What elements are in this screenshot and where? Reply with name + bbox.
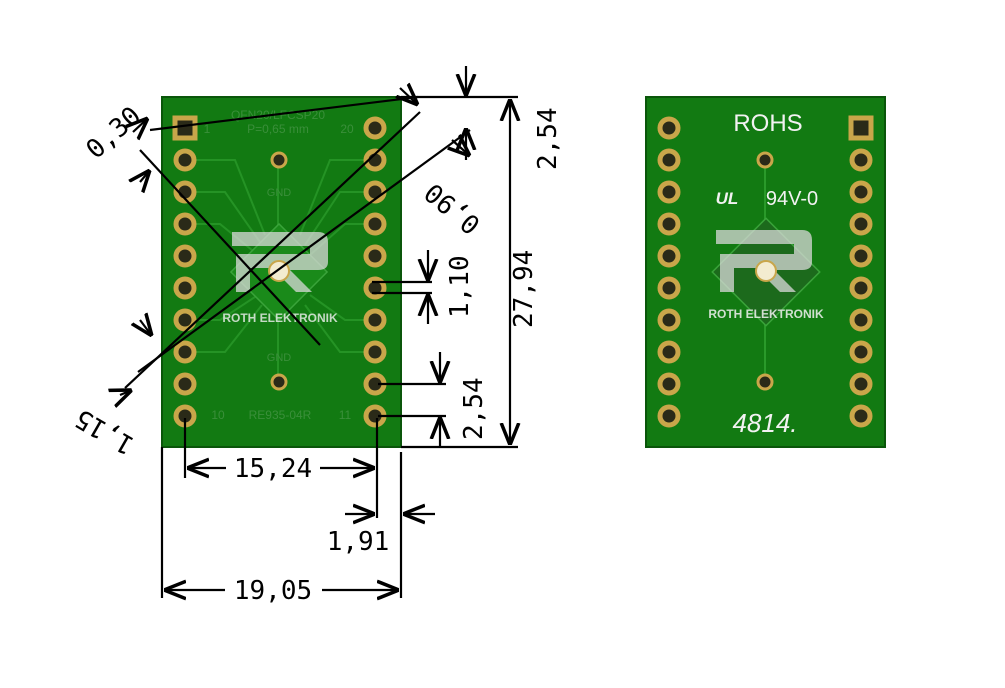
pcb-pad xyxy=(657,340,681,364)
pcb-pad xyxy=(849,276,873,300)
left-gnd-top: GND xyxy=(267,187,292,199)
pcb-pad xyxy=(173,372,197,396)
left-logo-text: ROTH ELEKTRONIK xyxy=(222,311,338,325)
ul-logo: UL xyxy=(716,189,739,208)
dim-27-94: 27,94 xyxy=(509,250,539,328)
pcb-pad xyxy=(657,212,681,236)
pcb-pad xyxy=(173,212,197,236)
pcb-pad xyxy=(657,148,681,172)
pcb-pad xyxy=(363,116,387,140)
pcb-pad xyxy=(173,276,197,300)
left-gnd-bottom: GND xyxy=(267,352,292,364)
pcb-pad xyxy=(173,244,197,268)
pcb-pad xyxy=(849,308,873,332)
left-center-pad-top xyxy=(270,151,288,169)
left-pin20-label: 20 xyxy=(340,122,354,136)
pcb-pad xyxy=(657,180,681,204)
pcb-pad xyxy=(363,244,387,268)
dim-1-15: 1,15 xyxy=(70,403,139,460)
pcb-pad xyxy=(657,116,681,140)
svg-text:UL: UL xyxy=(716,189,739,208)
pcb-pad xyxy=(849,244,873,268)
right-center-pad-top xyxy=(756,151,774,169)
dim-1-91: 1,91 xyxy=(327,527,390,557)
pcb-pad xyxy=(657,404,681,428)
pcb-pad xyxy=(363,308,387,332)
dim-0-90: 0,90 xyxy=(419,176,486,239)
left-pcb-board: QFN20/LFCSP20 P=0,65 mm 1 20 GND GND ROT… xyxy=(161,96,402,448)
left-top-text-2: P=0,65 mm xyxy=(247,122,309,136)
pcb-pad xyxy=(657,372,681,396)
pcb-pad xyxy=(363,148,387,172)
pcb-pad xyxy=(849,148,873,172)
pcb-pad xyxy=(657,308,681,332)
pcb-pad xyxy=(173,308,197,332)
pcb-pad xyxy=(363,340,387,364)
right-pcb-board: ROHS UL 94V-0 ROTH ELEKTRONIK 4814. xyxy=(645,96,886,448)
right-date-code: 4814. xyxy=(732,408,797,438)
left-part-number: RE935-04R xyxy=(249,408,312,422)
dim-19-05: 19,05 xyxy=(234,576,312,606)
dim-2-54-side: 2,54 xyxy=(459,377,489,440)
pcb-pad xyxy=(657,276,681,300)
dimension-lines xyxy=(120,66,518,598)
right-logo-text: ROTH ELEKTRONIK xyxy=(708,307,824,321)
right-center-pad-bottom xyxy=(756,373,774,391)
right-rohs-text: ROHS xyxy=(733,110,802,137)
pcb-pad xyxy=(172,115,198,141)
pcb-pad xyxy=(849,180,873,204)
pcb-pad xyxy=(849,404,873,428)
dim-0-30: 0,30 xyxy=(81,101,148,165)
left-center-pad-bottom xyxy=(270,373,288,391)
right-rating-text: 94V-0 xyxy=(766,188,818,210)
left-pin11-label: 11 xyxy=(339,408,352,422)
left-pin10-label: 10 xyxy=(211,408,225,422)
pcb-pad xyxy=(657,244,681,268)
pcb-pad xyxy=(848,115,874,141)
pcb-pad xyxy=(849,372,873,396)
pcb-pad xyxy=(849,340,873,364)
dim-15-24: 15,24 xyxy=(234,454,312,484)
right-pad-rows xyxy=(657,115,874,428)
pcb-pad xyxy=(173,180,197,204)
pcb-pad xyxy=(849,212,873,236)
left-pad-rows xyxy=(172,115,387,428)
dim-2-54-top: 2,54 xyxy=(533,107,563,170)
left-pin1-label: 1 xyxy=(204,122,211,136)
pcb-pad xyxy=(173,148,197,172)
pcb-pad xyxy=(363,212,387,236)
dim-1-10: 1,10 xyxy=(445,255,475,318)
pcb-pad xyxy=(173,340,197,364)
